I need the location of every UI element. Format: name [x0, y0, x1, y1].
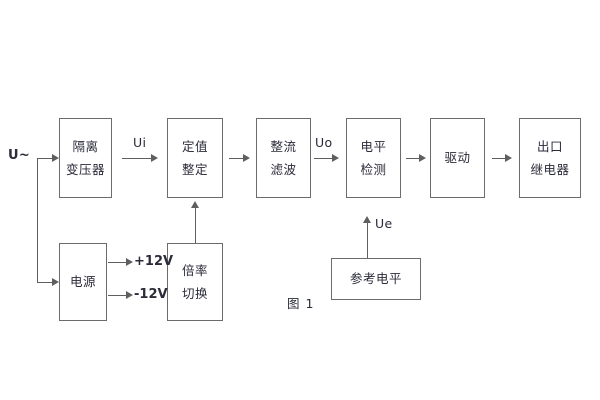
block-isolation-transformer: 隔离 变压器 [59, 118, 112, 198]
block-driver: 驱动 [430, 118, 485, 198]
block-label-line: 变压器 [65, 162, 105, 177]
connector-driver-to-relay [492, 157, 505, 159]
arrow-v-pos [126, 258, 133, 266]
arrow-ue [363, 216, 371, 223]
label-v-neg: -12V [134, 287, 168, 302]
arrow-ui [151, 154, 158, 162]
connector-v-neg [108, 294, 126, 296]
block-label-line: 继电器 [530, 162, 570, 177]
block-label-line: 电平 [360, 138, 387, 154]
connector-setpoint-to-rectify [229, 157, 243, 159]
block-level-detect: 电平 检测 [346, 118, 401, 198]
block-multiplier-switch: 倍率 切换 [167, 243, 223, 321]
connector-uo [314, 157, 332, 159]
block-reference-level: 参考电平 [331, 258, 421, 300]
block-label-line: 整定 [181, 162, 208, 177]
block-label-line: 驱动 [444, 150, 471, 166]
block-rectify-filter: 整流 滤波 [256, 118, 311, 198]
block-output-relay: 出口 继电器 [519, 118, 581, 198]
label-uo: Uo [315, 135, 333, 150]
block-label-line: 定值 [181, 138, 208, 154]
block-label-line: 出口 [536, 138, 563, 154]
arrow-driver-to-relay [505, 154, 512, 162]
arrow-to-isolation-transformer [52, 154, 59, 162]
block-power-supply: 电源 [59, 243, 107, 321]
label-input-ac: U~ [8, 148, 31, 163]
arrow-multiplier-to-setpoint [191, 201, 199, 208]
connector-input-bus [37, 157, 39, 283]
block-label-line: 整流 [270, 138, 297, 154]
block-label-line: 倍率 [181, 262, 208, 278]
block-label-line: 电源 [69, 274, 96, 290]
arrow-v-neg [126, 291, 133, 299]
block-label-line: 检测 [360, 162, 387, 177]
arrow-to-power-supply [52, 278, 59, 286]
connector-ui [122, 157, 151, 159]
block-setpoint-adjust: 定值 整定 [167, 118, 223, 198]
block-label-line: 隔离 [72, 138, 99, 154]
connector-v-pos [108, 261, 126, 263]
block-label-line: 参考电平 [349, 271, 402, 287]
connector-to-power-supply [37, 281, 52, 283]
arrow-setpoint-to-rectify [243, 154, 250, 162]
connector-ue [366, 223, 368, 258]
connector-multiplier-to-setpoint [194, 208, 196, 243]
connector-level-to-driver [406, 157, 419, 159]
label-ue: Ue [375, 216, 393, 231]
connector-to-isolation-transformer [37, 157, 52, 159]
arrow-uo [332, 154, 339, 162]
label-ui: Ui [133, 135, 147, 150]
block-label-line: 滤波 [270, 162, 297, 177]
block-label-line: 切换 [181, 286, 208, 301]
figure-caption: 图 1 [287, 296, 315, 311]
arrow-level-to-driver [419, 154, 426, 162]
label-v-pos: +12V [134, 254, 174, 269]
